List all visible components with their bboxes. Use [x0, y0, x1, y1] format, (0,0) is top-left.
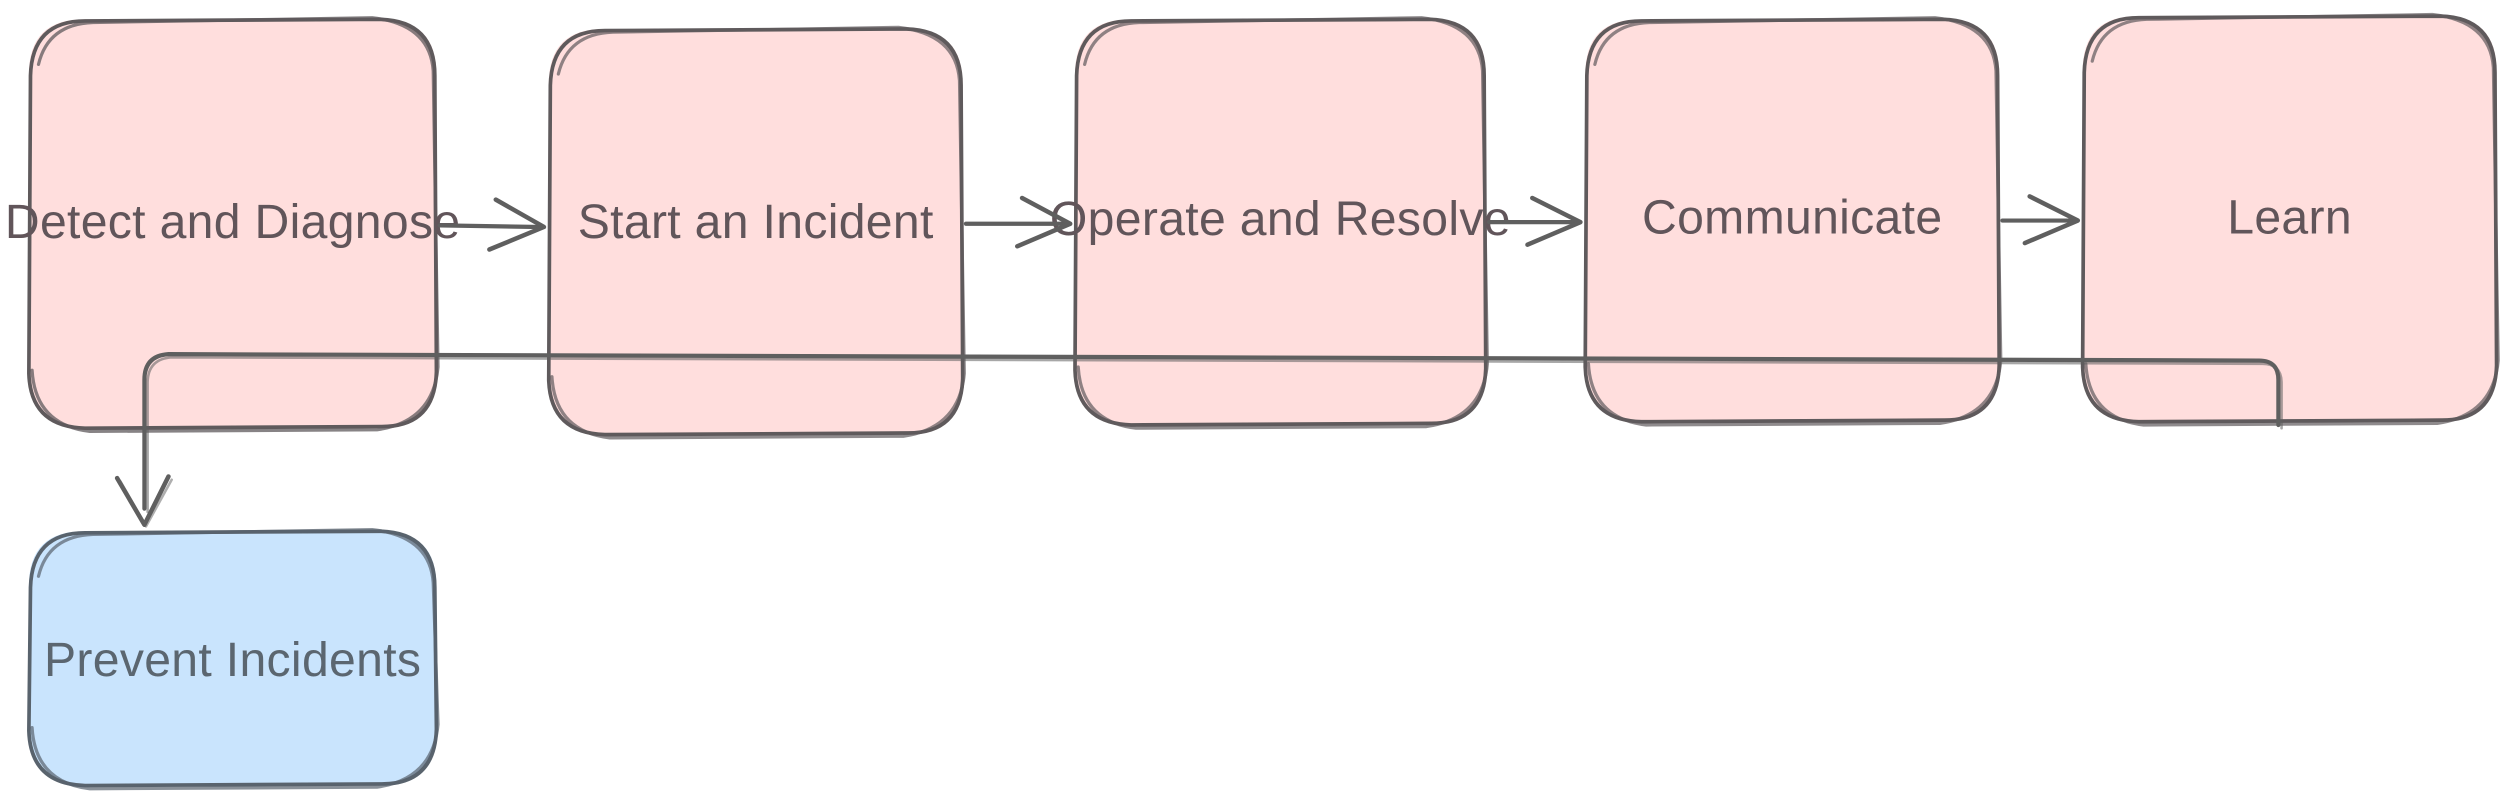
node-start-an-incident-outline-sketch — [550, 25, 966, 440]
edge-operate-to-communicate — [1486, 195, 1583, 247]
node-learn-fill — [2082, 16, 2497, 422]
edge-communicate-to-learn — [2000, 194, 2081, 246]
edge-start-to-operate — [963, 195, 1073, 249]
node-start-an-incident[interactable]: Start an Incident — [546, 25, 966, 440]
edge-detect-to-start-arrowhead — [487, 197, 547, 252]
node-detect-and-diagnose-label: Detect and Diagnose — [5, 195, 461, 249]
node-communicate-label: Communicate — [1642, 190, 1942, 244]
edge-communicate-to-learn-arrowhead — [2022, 194, 2081, 246]
node-operate-and-resolve-label: Operate and Resolve — [1050, 192, 1511, 246]
node-operate-and-resolve[interactable]: Operate and Resolve — [1050, 16, 1511, 430]
node-detect-and-diagnose[interactable]: Detect and Diagnose — [5, 16, 461, 434]
node-detect-and-diagnose-fill — [28, 19, 437, 429]
edge-learn-to-prevent-line — [142, 352, 2281, 511]
node-prevent-incidents-label: Prevent Incidents — [44, 633, 421, 687]
node-communicate[interactable]: Communicate — [1583, 16, 2003, 427]
edge-learn-to-prevent-arrowhead-sketch — [119, 478, 173, 528]
edge-start-to-operate-arrowhead — [1014, 195, 1073, 249]
edge-operate-to-communicate-arrowhead — [1525, 195, 1583, 247]
node-prevent-incidents-outline-sketch — [30, 528, 440, 791]
node-communicate-fill — [1585, 19, 2000, 422]
edge-learn-to-prevent — [114, 352, 2283, 528]
node-start-an-incident-fill — [548, 28, 963, 435]
node-operate-and-resolve-outline-sketch — [1076, 16, 1489, 430]
node-learn-outline-sketch — [2084, 12, 2500, 427]
edge-detect-to-start — [437, 197, 547, 252]
node-operate-and-resolve-fill — [1075, 19, 1486, 425]
node-learn[interactable]: Learn — [2080, 12, 2500, 427]
node-prevent-incidents[interactable]: Prevent Incidents — [27, 528, 440, 791]
edge-detect-to-start-line — [437, 223, 542, 230]
edge-learn-to-prevent-line-sketch — [146, 356, 2283, 514]
node-detect-and-diagnose-outline-sketch — [30, 16, 440, 434]
node-learn-label: Learn — [2227, 190, 2352, 244]
node-start-an-incident-label: Start an Incident — [578, 195, 934, 249]
node-prevent-incidents-fill — [28, 531, 437, 786]
